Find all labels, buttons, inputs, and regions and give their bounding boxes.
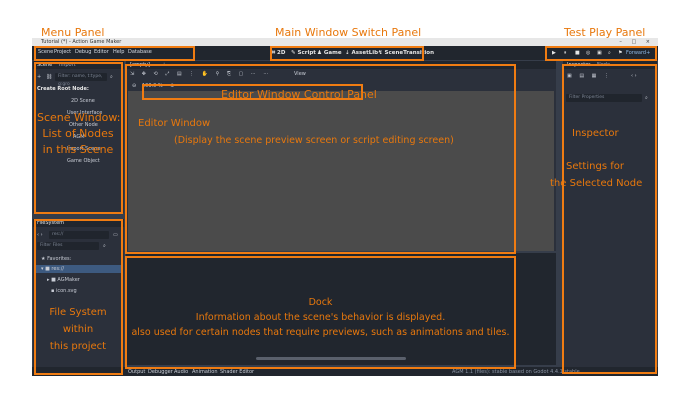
window-title: Tutorial (*) - Action Game Maker	[41, 39, 122, 45]
fs-layout-icon[interactable]: ▭	[113, 232, 118, 238]
root-other-node[interactable]: Other Node	[69, 122, 98, 128]
fs-agmaker[interactable]: ▸ ■ AGMaker	[47, 277, 80, 283]
fs-path-input[interactable]: res://	[49, 231, 109, 239]
bottom-dock	[126, 253, 556, 365]
window-controls[interactable]: – □ ×	[619, 39, 654, 45]
annotation-editor-window-desc: (Display the scene preview screen or scr…	[174, 135, 454, 146]
tab-filesystem[interactable]: FileSystem	[37, 220, 65, 226]
inspector-search-icon[interactable]: ⌕	[645, 95, 648, 101]
renderer-label[interactable]: Forward+	[626, 50, 651, 56]
add-node-icon[interactable]: +	[37, 74, 42, 80]
version-label: AGM 1.1 (files): stable based on Godot 4…	[452, 369, 580, 375]
editor-viewport[interactable]	[128, 91, 554, 251]
box-main-window-switch	[270, 46, 424, 61]
create-root-label: Create Root Node:	[37, 86, 89, 92]
custom-scene-icon[interactable]: ⚑	[618, 50, 623, 56]
bottom-status-bar: Output Debugger Audio Animation Shader E…	[32, 367, 658, 376]
annotation-inspector: Inspector	[572, 128, 619, 139]
root-2d-scene[interactable]: 2D Scene	[71, 98, 95, 104]
fs-res[interactable]: ▾ ■ res://	[41, 266, 65, 272]
annotation-main-window-switch-panel: Main Window Switch Panel	[275, 26, 422, 39]
inspector-filter-input[interactable]: Filter Properties	[566, 94, 642, 102]
zoom-minus-icon[interactable]: ⊖	[132, 83, 137, 89]
zoom-plus-icon[interactable]: ⊕	[170, 83, 175, 89]
tab-script[interactable]: ✎ Script	[291, 50, 316, 56]
box-dock	[125, 256, 516, 369]
fs-icon-svg[interactable]: ▪ icon.svg	[51, 288, 77, 294]
annotation-dock: Dock Information about the scene's behav…	[131, 297, 510, 338]
tab-debugger[interactable]: Debugger	[148, 369, 173, 375]
tab-shader-editor[interactable]: Shader Editor	[220, 369, 255, 375]
tab-scene-transition[interactable]: ↯ SceneTransition	[378, 50, 434, 56]
scene-filter-input[interactable]: Filter: name, t:type, g:gro	[55, 73, 107, 87]
annotation-editor-window-control: Editor Window Control Panel	[221, 88, 377, 101]
history-arrows-icon[interactable]: ‹ ›	[631, 73, 637, 79]
stop-icon[interactable]: ■	[575, 50, 580, 56]
annotation-settings: Settings for the Selected Node	[550, 161, 643, 189]
nav-arrows-icon[interactable]: ‹ ›	[37, 232, 43, 238]
fs-search-icon[interactable]: ⌕	[103, 243, 106, 249]
root-user-interface[interactable]: User Interface	[67, 110, 103, 116]
root-agm[interactable]: AGM	[73, 134, 85, 140]
tab-animation[interactable]: Animation	[192, 369, 218, 375]
box-scene-window	[34, 62, 123, 214]
menu-project[interactable]: Project	[54, 49, 72, 55]
box-filesystem	[34, 219, 123, 375]
tab-assetlib[interactable]: ⇣ AssetLib	[345, 50, 379, 56]
annotation-editor-window-title: Editor Window	[138, 118, 211, 129]
movie-icon[interactable]: ⌕	[608, 50, 611, 56]
menu-scene[interactable]: Scene	[38, 49, 54, 55]
box-editor-window	[125, 64, 516, 254]
annotation-scene-window: Scene Window: List of Nodes in this Scen…	[37, 111, 121, 156]
fs-res-selected[interactable]	[36, 265, 122, 273]
menu-editor[interactable]: Editor	[94, 49, 109, 55]
dock-content	[126, 253, 556, 365]
fs-filter-input[interactable]: Filter Files	[37, 242, 99, 250]
title-bar: Tutorial (*) - Action Game Maker – □ ×	[32, 38, 658, 46]
scene-dock-tabs: Scene Import	[33, 61, 124, 69]
annotation-test-play-panel: Test Play Panel	[564, 26, 646, 39]
tab-import[interactable]: Import	[59, 62, 76, 68]
annotation-menu-panel: Menu Panel	[41, 26, 105, 39]
box-inspector	[562, 64, 657, 374]
inspector-dock: Inspector Node ▣ ▤ ▦ ⋮ ‹ › Filter Proper…	[563, 61, 657, 367]
menu-bar: Scene Project Debug Editor Help Database…	[32, 46, 658, 60]
box-test-play	[545, 46, 657, 61]
zoom-level[interactable]: 100.0 %	[142, 83, 163, 89]
filesystem-tabs: FileSystem	[33, 219, 124, 227]
fs-favorites[interactable]: ★ Favorites:	[41, 256, 72, 262]
play-scene-icon[interactable]: ▣	[597, 50, 602, 56]
tab-scene[interactable]: Scene	[37, 62, 53, 68]
annotation-file-system: File System within this project	[49, 307, 107, 352]
tab-2d[interactable]: ⌗ 2D	[272, 50, 286, 56]
tab-output[interactable]: Output	[128, 369, 146, 375]
dock-scrollbar[interactable]	[256, 357, 406, 360]
root-game-object[interactable]: Game Object	[67, 158, 100, 164]
remote-debug-icon[interactable]: ◎	[586, 50, 591, 56]
menu-help[interactable]: Help	[113, 49, 125, 55]
menu-debug[interactable]: Debug	[75, 49, 92, 55]
search-icon[interactable]: ⌕	[110, 74, 113, 80]
box-editor-control	[142, 84, 363, 100]
tab-game[interactable]: ♟ Game	[317, 50, 342, 56]
scene-dock: Scene Import + ⛓ Filter: name, t:type, g…	[33, 61, 124, 213]
inspector-toolbar[interactable]: ▣ ▤ ▦ ⋮	[567, 73, 612, 79]
tab-audio[interactable]: Audio	[174, 369, 189, 375]
box-menu-panel	[34, 46, 195, 61]
view-menu[interactable]: View	[294, 71, 306, 77]
editor-panel: [empty] + ⇲ ✥ ⟲ ⤢ ▤ ⋮ ✋ ⚲ ⎘ ▢ ⋯ ⋯ View ⊖…	[126, 61, 556, 251]
link-icon[interactable]: ⛓	[46, 74, 53, 80]
root-import-scene[interactable]: Import Scene	[67, 146, 101, 152]
app-window: Tutorial (*) - Action Game Maker – □ × S…	[32, 38, 658, 376]
pause-icon[interactable]: ⏸	[564, 50, 567, 56]
editor-toolbar[interactable]: ⇲ ✥ ⟲ ⤢ ▤ ⋮ ✋ ⚲ ⎘ ▢ ⋯ ⋯	[130, 71, 272, 77]
menu-database[interactable]: Database	[128, 49, 152, 55]
filesystem-dock: FileSystem ‹ › res:// ▭ Filter Files ⌕ ★…	[33, 219, 124, 367]
play-icon[interactable]: ▶	[552, 50, 556, 56]
